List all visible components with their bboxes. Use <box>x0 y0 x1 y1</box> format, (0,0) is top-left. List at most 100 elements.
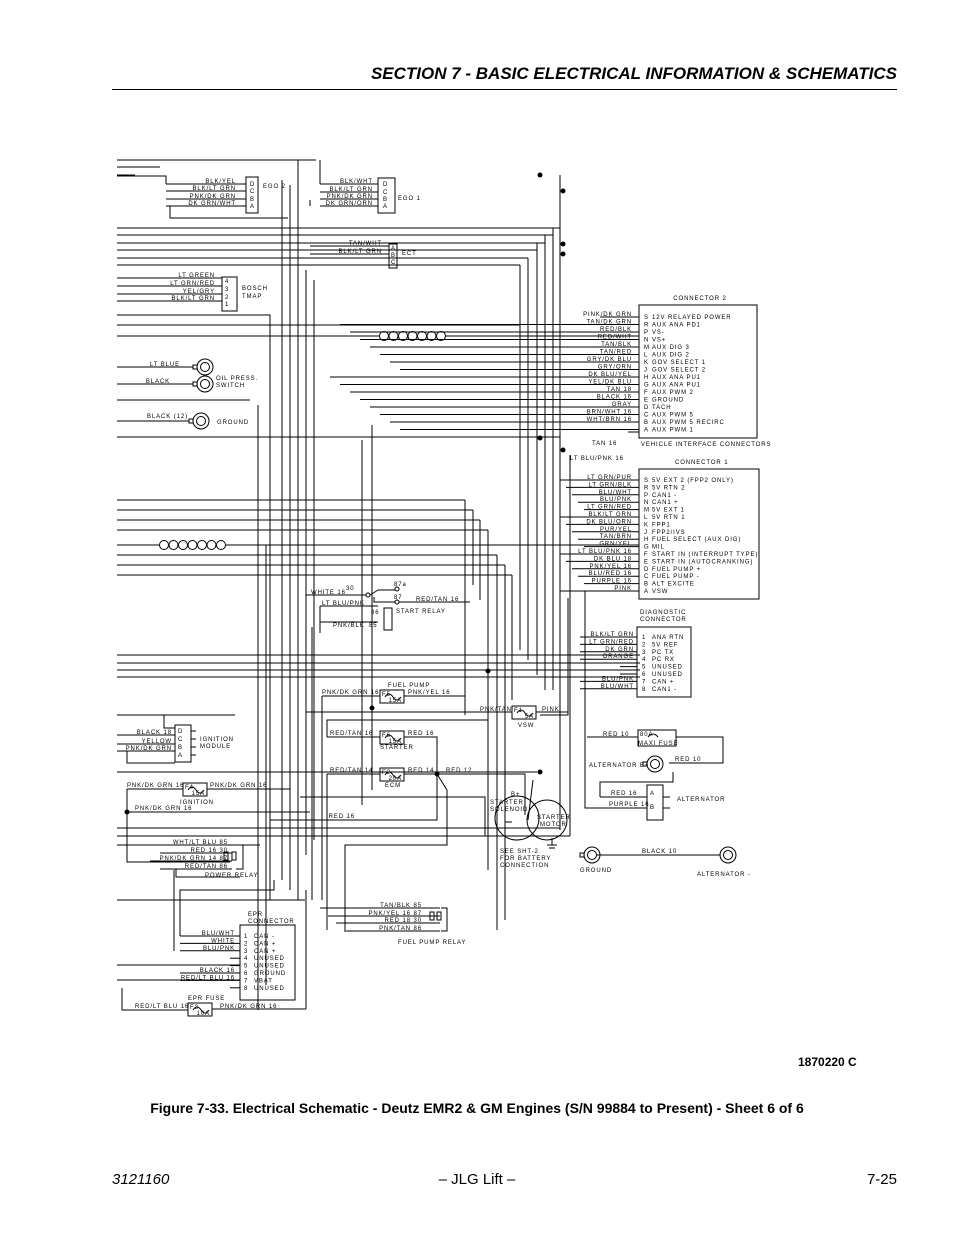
ect-connector <box>388 243 398 269</box>
wire-label: BLK/LT GRN <box>339 249 382 255</box>
oil-switch-terminal <box>196 358 214 376</box>
pin-function: CAN + <box>254 941 276 947</box>
ego2-connector <box>245 176 259 214</box>
junction-dot <box>369 705 375 711</box>
pin-label: D <box>644 405 649 411</box>
pin-label: C <box>178 737 183 743</box>
diagnostic-title: DIAGNOSTIC <box>640 610 686 616</box>
wire-label: PNK/DK GRN 16 <box>210 783 267 789</box>
ground-label: GROUND <box>217 420 249 426</box>
wire-label: WHT/BRN 16 <box>587 417 632 423</box>
starter-motor <box>526 799 568 841</box>
pin-function: FPP2/IVS <box>652 530 686 536</box>
relay-contact-icon <box>394 586 400 592</box>
pin-label: 1 <box>642 635 646 641</box>
alternator-minus-terminal <box>719 846 737 864</box>
wire-label: PNK/DK GRN <box>126 746 172 752</box>
relay-coil-icon <box>436 911 442 921</box>
pin-label: J <box>644 530 648 536</box>
wire <box>117 714 175 729</box>
wire-label: BLK/LT GRN <box>330 187 373 193</box>
wire <box>441 907 448 932</box>
fuse-id: F5 <box>382 692 391 698</box>
diagnostic-title: CONNECTOR <box>640 617 687 623</box>
alternator-b-plus-terminal-inner <box>650 759 660 769</box>
junction-dot <box>537 769 543 775</box>
pin-function: CAN + <box>652 679 674 685</box>
wire-label: WHITE <box>211 938 235 944</box>
wire-label: TAN/DK GRN <box>586 320 632 326</box>
footer-page-number: 7-25 <box>866 1171 897 1188</box>
terminal-label: 87a <box>394 582 407 588</box>
wire-label: BLK/YEL <box>205 179 236 185</box>
connector-2 <box>638 304 758 439</box>
starter-motor-label: MOTOR <box>540 822 567 828</box>
vsw-fuse-label: VSW <box>518 723 534 729</box>
fuse-rating: 15A <box>192 791 205 797</box>
starter-fuse <box>379 730 405 745</box>
pin-label: C <box>391 260 396 266</box>
footer-doc-number: 3121160 <box>112 1171 170 1188</box>
fuse-element-icon <box>192 1006 210 1014</box>
wire-label: PNK/BLK <box>333 623 365 629</box>
pin-label: L <box>644 353 648 359</box>
starter-solenoid <box>494 795 540 841</box>
pin-label: J <box>644 368 648 374</box>
relay-contact-icon <box>394 599 400 605</box>
pin-function: 5V RTN 2 <box>652 485 685 491</box>
figure-id: 1870220 C <box>798 1055 857 1069</box>
wire-label: GRY/ORN <box>598 365 632 371</box>
pin-label: 2 <box>642 642 646 648</box>
pin-label: C <box>644 574 649 580</box>
wire-label: BLK/LT GRN <box>172 296 215 302</box>
starter-solenoid-label: STARTER <box>490 800 524 806</box>
epr-fuse <box>187 1002 213 1017</box>
pin-function: UNUSED <box>652 665 683 671</box>
wire-label: RED 16 30 <box>191 848 228 854</box>
wire-label: GRN/YEL <box>599 542 632 548</box>
pin-label: 2 <box>244 941 248 947</box>
wire-label: BLACK (12) <box>147 414 188 420</box>
pin-function: START IN (INTERRUPT TYPE) <box>652 552 758 558</box>
pin-label: A <box>178 753 183 759</box>
splice-icon <box>168 540 179 550</box>
starter-b-plus-label: B+ <box>511 792 520 798</box>
wire-label: BLK/LT GRN <box>589 512 632 518</box>
pin-function: UNUSED <box>254 986 285 992</box>
splice-icon <box>216 540 226 550</box>
pin-label: 2 <box>225 295 229 301</box>
wire-label: TAN/BLK 85 <box>380 903 422 909</box>
pin-function: FUEL PUMP - <box>652 574 700 580</box>
pin-label: 4 <box>225 279 229 285</box>
wire-label: LT BLU/PNK <box>322 601 365 607</box>
fuel-pump-relay-label: FUEL PUMP RELAY <box>398 940 466 946</box>
pin-label: B <box>178 745 183 751</box>
wire-label: LT GRN/RED <box>589 639 634 645</box>
wire-label: TAN 16 <box>592 441 617 447</box>
pin-label: 8 <box>244 986 248 992</box>
alternator-b-plus-label: ALTERNATOR B+ <box>589 763 649 769</box>
pin-function: GROUND <box>254 971 286 977</box>
wire <box>179 880 275 936</box>
wire-label: PINK <box>614 586 632 592</box>
pin-label: 4 <box>244 956 248 962</box>
wire-label: TAN/RED <box>600 350 632 356</box>
fuse-id: F4 <box>185 785 194 791</box>
alternator-minus-inner <box>723 850 733 860</box>
diagnostic-connector <box>636 626 692 698</box>
wire <box>540 598 569 716</box>
pin-function: TACH <box>652 405 672 411</box>
ecm-fuse-label: ECM <box>385 783 401 789</box>
wire <box>584 591 647 809</box>
splice-icon <box>197 540 207 550</box>
wire-label: LT BLUE <box>150 362 180 368</box>
wire-label: TAN/BRN <box>600 534 632 540</box>
splice-icon <box>206 540 217 550</box>
pin-label: 4 <box>642 657 646 663</box>
wire-label: BLU/WHT <box>601 684 634 690</box>
pin-label: E <box>644 559 649 565</box>
pin-label: A <box>391 246 396 252</box>
wire <box>236 844 244 870</box>
pin-function: AUX DIG 2 <box>652 353 690 359</box>
ground-terminal <box>192 412 210 430</box>
